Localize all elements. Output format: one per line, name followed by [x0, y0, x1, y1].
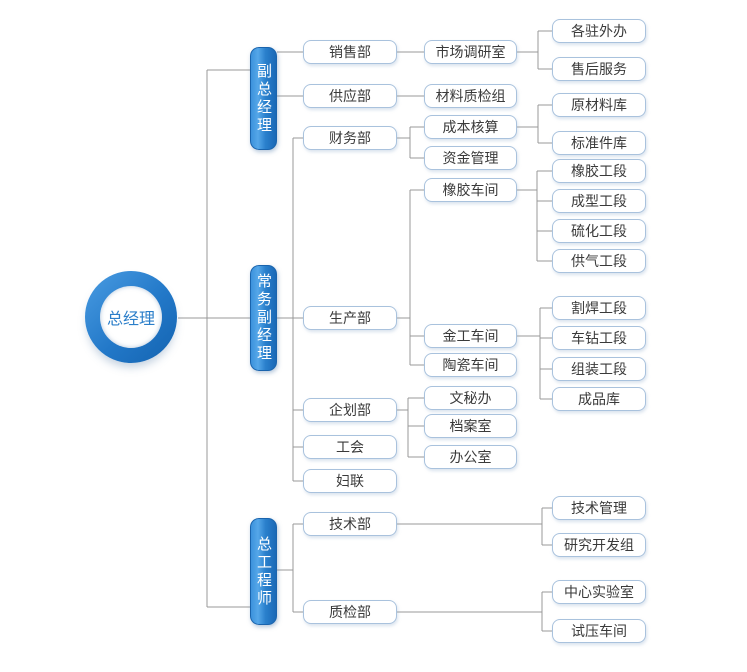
node-pressure-test-workshop[interactable]: 试压车间	[552, 619, 646, 643]
node-cost-accounting[interactable]: 成本核算	[424, 115, 517, 139]
node-after-sales-service[interactable]: 售后服务	[552, 57, 646, 81]
node-market-research-office[interactable]: 市场调研室	[424, 40, 517, 64]
node-ceramics-workshop[interactable]: 陶瓷车间	[424, 353, 517, 377]
node-molding-section[interactable]: 成型工段	[552, 189, 646, 213]
node-fund-management[interactable]: 资金管理	[424, 146, 517, 170]
node-quality-inspection-dept[interactable]: 质检部	[303, 600, 397, 624]
node-central-laboratory[interactable]: 中心实验室	[552, 580, 646, 604]
node-labor-union[interactable]: 工会	[303, 435, 397, 459]
node-secretarial-office[interactable]: 文秘办	[424, 386, 517, 410]
node-general-manager[interactable]: 总经理	[85, 271, 177, 363]
node-deputy-general-manager[interactable]: 副总经理	[250, 47, 277, 150]
node-finished-goods-warehouse[interactable]: 成品库	[552, 387, 646, 411]
node-material-qc-group[interactable]: 材料质检组	[424, 84, 517, 108]
node-metalworking-workshop[interactable]: 金工车间	[424, 324, 517, 348]
node-rnd-group[interactable]: 研究开发组	[552, 533, 646, 557]
node-technical-management[interactable]: 技术管理	[552, 496, 646, 520]
node-production-dept[interactable]: 生产部	[303, 306, 397, 330]
node-cutting-welding-section[interactable]: 割焊工段	[552, 296, 646, 320]
node-supply-dept[interactable]: 供应部	[303, 84, 397, 108]
node-archives-room[interactable]: 档案室	[424, 414, 517, 438]
node-general-office[interactable]: 办公室	[424, 445, 517, 469]
node-chief-engineer[interactable]: 总工程师	[250, 518, 277, 625]
node-executive-deputy-manager-label: 常务副经理	[255, 273, 272, 363]
node-gas-supply-section[interactable]: 供气工段	[552, 249, 646, 273]
node-standard-parts-warehouse[interactable]: 标准件库	[552, 131, 646, 155]
node-raw-material-warehouse[interactable]: 原材料库	[552, 93, 646, 117]
node-sales-dept[interactable]: 销售部	[303, 40, 397, 64]
node-womens-federation[interactable]: 妇联	[303, 469, 397, 493]
node-planning-dept[interactable]: 企划部	[303, 398, 397, 422]
node-vulcanization-section[interactable]: 硫化工段	[552, 219, 646, 243]
node-turning-drilling-section[interactable]: 车钻工段	[552, 326, 646, 350]
node-deputy-general-manager-label: 副总经理	[255, 62, 272, 135]
node-rubber-workshop[interactable]: 橡胶车间	[424, 178, 517, 202]
node-general-manager-label: 总经理	[106, 311, 155, 328]
node-finance-dept[interactable]: 财务部	[303, 126, 397, 150]
node-technology-dept[interactable]: 技术部	[303, 512, 397, 536]
node-general-manager-face: 总经理	[100, 286, 162, 348]
node-chief-engineer-label: 总工程师	[255, 535, 272, 608]
node-rubber-section[interactable]: 橡胶工段	[552, 159, 646, 183]
node-overseas-offices[interactable]: 各驻外办	[552, 19, 646, 43]
node-assembly-section[interactable]: 组装工段	[552, 357, 646, 381]
node-executive-deputy-manager[interactable]: 常务副经理	[250, 265, 277, 371]
